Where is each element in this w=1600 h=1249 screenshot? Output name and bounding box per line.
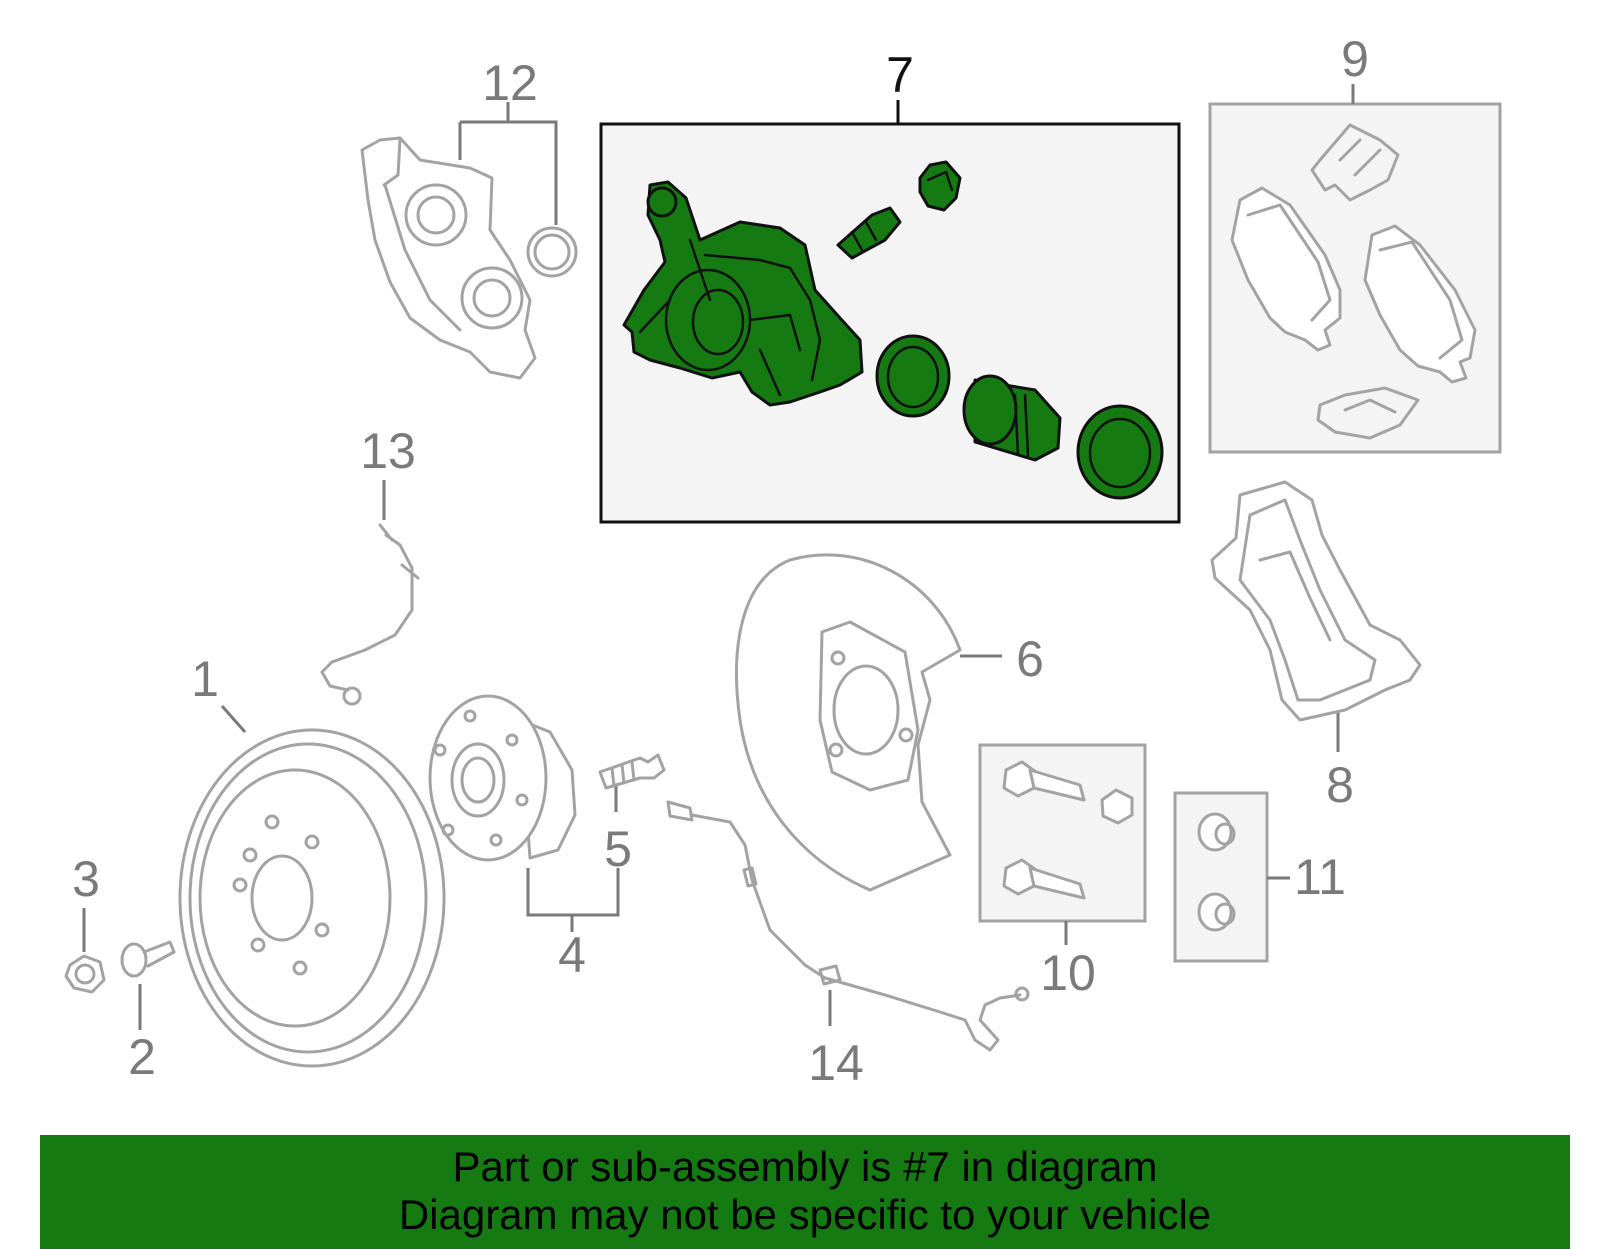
callout-5: 5 — [604, 821, 632, 877]
callout-6: 6 — [1016, 631, 1044, 687]
callout-7: 7 — [886, 47, 914, 103]
leader-4 — [526, 868, 620, 932]
info-banner: Part or sub-assembly is #7 in diagram Di… — [40, 1135, 1570, 1249]
part-3-nut[interactable] — [64, 954, 106, 994]
part-9-brake-pads[interactable] — [1230, 123, 1477, 440]
part-10-bolt-kit[interactable] — [1002, 760, 1134, 900]
part-2-screw[interactable] — [120, 940, 176, 978]
part-1-brake-rotor[interactable] — [178, 728, 446, 1068]
callout-8: 8 — [1326, 757, 1354, 813]
part-7-caliper[interactable] — [622, 160, 1164, 500]
part-11-bushings[interactable] — [1197, 812, 1236, 932]
banner-line-2: Diagram may not be specific to your vehi… — [398, 1191, 1212, 1238]
callout-13: 13 — [360, 423, 416, 479]
part-12-knuckle[interactable] — [360, 136, 578, 380]
part-8-caliper-bracket[interactable] — [1210, 480, 1422, 722]
callout-9: 9 — [1341, 31, 1369, 87]
callout-11: 11 — [1294, 849, 1346, 905]
callout-2: 2 — [128, 1029, 156, 1085]
part-4-hub-bearing[interactable] — [428, 694, 577, 862]
callout-14: 14 — [808, 1035, 864, 1091]
leader-1 — [220, 705, 247, 733]
part-6-dust-shield[interactable] — [735, 553, 962, 892]
banner-line-1: Part or sub-assembly is #7 in diagram — [452, 1143, 1158, 1190]
part-14-wheel-speed-sensor[interactable] — [666, 800, 1030, 1052]
part-13-brake-hose[interactable] — [320, 523, 420, 706]
callout-3: 3 — [72, 851, 100, 907]
part-5-wheel-stud[interactable] — [598, 753, 666, 790]
leader-12 — [458, 102, 558, 225]
callout-10: 10 — [1040, 945, 1096, 1001]
callout-1: 1 — [191, 651, 219, 707]
callout-4: 4 — [558, 927, 586, 983]
callout-12: 12 — [482, 55, 538, 111]
